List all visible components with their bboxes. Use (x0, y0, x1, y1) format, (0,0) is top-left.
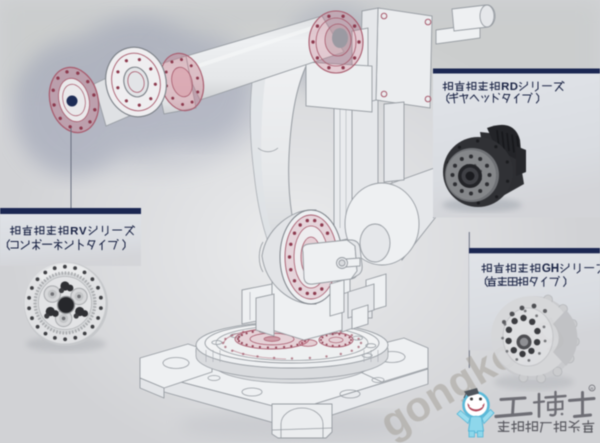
svg-text:V: V (79, 225, 87, 237)
svg-text:R: R (70, 225, 78, 237)
svg-text:D: D (510, 81, 518, 93)
svg-text:R: R (590, 386, 594, 391)
svg-text:G: G (542, 262, 551, 275)
svg-text:R: R (501, 81, 509, 93)
svg-text:H: H (551, 262, 559, 275)
